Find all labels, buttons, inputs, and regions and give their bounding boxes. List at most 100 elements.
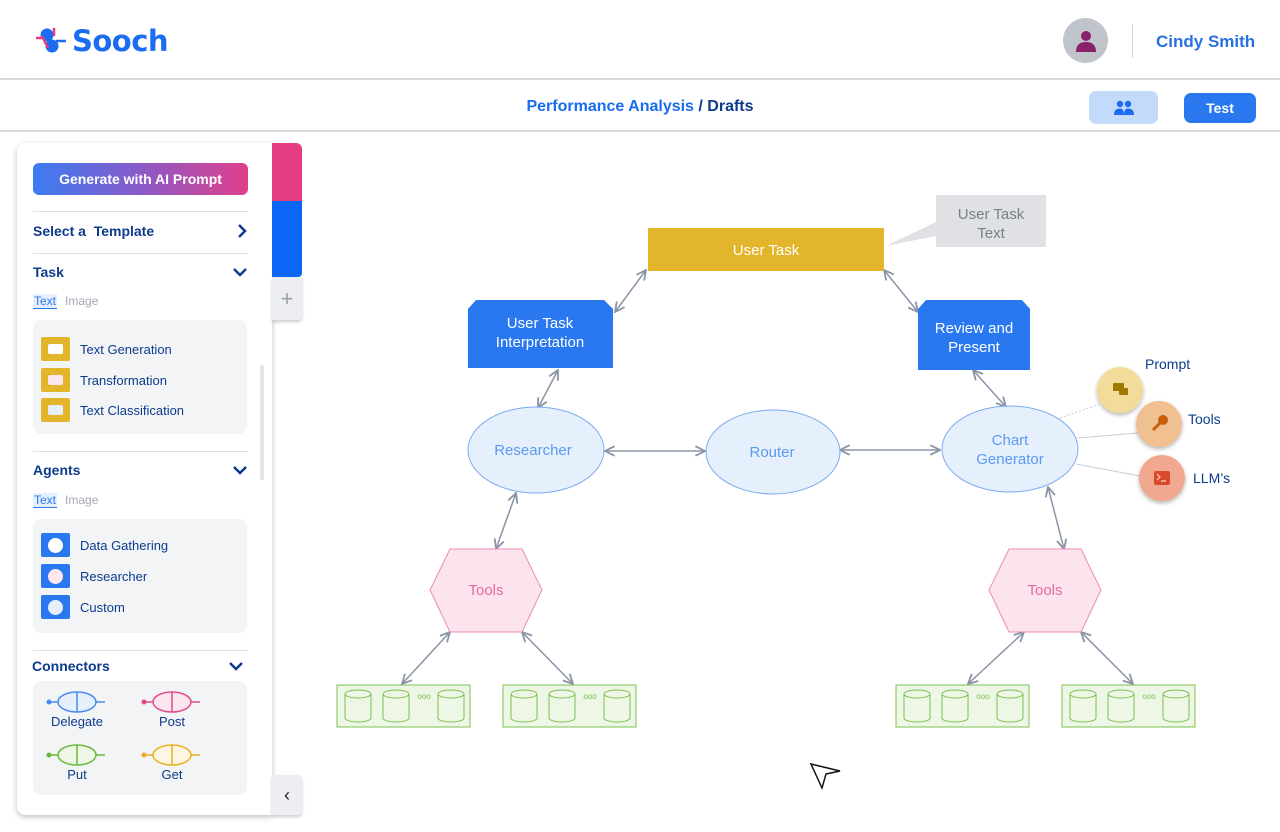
chart-generator-node[interactable]: Chart Generator	[941, 405, 1079, 493]
users-icon	[1113, 100, 1134, 115]
team-button[interactable]	[1089, 91, 1158, 124]
chat-icon	[1113, 383, 1128, 395]
connector-arrow[interactable]	[538, 370, 558, 408]
agents-tab-text[interactable]: Text	[33, 493, 58, 508]
connector-arrow[interactable]	[884, 270, 918, 312]
database-group[interactable]: ooo	[336, 684, 471, 728]
attachment-prompt[interactable]: Prompt	[1097, 356, 1190, 413]
connector-arrow[interactable]	[1081, 632, 1133, 684]
agents-section-header[interactable]: Agents	[33, 462, 248, 478]
divider	[33, 451, 248, 452]
connector-icon	[141, 691, 200, 713]
logo[interactable]: Sooch	[34, 24, 169, 58]
breadcrumb-page: Drafts	[707, 98, 754, 115]
test-button[interactable]: Test	[1184, 93, 1256, 123]
db-ellipsis: ooo	[417, 692, 431, 701]
select-template-row[interactable]: Select a Template	[33, 223, 248, 239]
chevron-down-icon	[233, 268, 247, 277]
tools-right-label: Tools	[1027, 582, 1062, 599]
plus-icon: +	[280, 285, 294, 311]
review-line-1: Review and	[935, 320, 1013, 337]
task-title: Task	[33, 264, 64, 280]
interpretation-node[interactable]: User Task Interpretation	[468, 300, 613, 368]
add-tab-button[interactable]: +	[272, 277, 302, 320]
chart-generator-line-2: Generator	[976, 451, 1044, 468]
strip-tab-blue[interactable]	[272, 201, 302, 277]
task-tab-text[interactable]: Text	[33, 294, 58, 309]
connector-arrow[interactable]	[402, 632, 450, 684]
task-item-text-classification[interactable]: Text Classification	[41, 398, 184, 422]
agent-swatch-1	[48, 568, 63, 584]
task-swatch-2	[48, 405, 63, 415]
item-label: Data Gathering	[80, 537, 169, 553]
attachment-llms[interactable]: LLM’s	[1139, 455, 1230, 501]
database-group[interactable]: ooo	[1061, 684, 1196, 728]
chevron-right-icon	[238, 224, 247, 238]
connector-delegate[interactable]: Delegate	[45, 690, 109, 729]
callout-line-1: User Task	[958, 206, 1025, 223]
connector-arrow[interactable]	[1048, 487, 1064, 549]
connectors-section-header[interactable]: Connectors	[32, 658, 244, 674]
connector-arrow[interactable]	[522, 632, 573, 684]
connector-arrow[interactable]	[968, 632, 1024, 684]
task-item-text-generation[interactable]: Text Generation	[41, 337, 172, 361]
item-label: Text Generation	[80, 341, 172, 357]
agent-swatch-0	[48, 537, 63, 553]
connectors-title: Connectors	[32, 658, 110, 674]
router-node[interactable]: Router	[705, 409, 841, 495]
collapse-sidebar-button[interactable]: ‹	[272, 775, 302, 815]
database-icon	[941, 689, 969, 723]
database-group[interactable]: ooo	[895, 684, 1030, 728]
user-task-callout[interactable]: User Task Text	[886, 195, 1046, 247]
connector-arrow[interactable]	[496, 493, 516, 549]
connector-arrow[interactable]	[973, 370, 1006, 407]
user-task-node[interactable]: User Task	[648, 228, 884, 271]
researcher-node[interactable]: Researcher	[467, 406, 605, 494]
avatar[interactable]	[1063, 18, 1108, 63]
task-section-header[interactable]: Task	[33, 264, 248, 280]
divider	[33, 650, 248, 651]
tools-right-node[interactable]: Tools	[988, 548, 1102, 633]
connector-arrow[interactable]	[615, 270, 646, 312]
divider	[1132, 24, 1133, 58]
top-bar: Sooch Cindy Smith	[0, 0, 1280, 80]
connector-icon	[46, 744, 105, 766]
database-icon	[344, 689, 372, 723]
strip-tab-pink[interactable]	[272, 143, 302, 201]
divider	[33, 253, 248, 254]
connector-post[interactable]: Post	[140, 690, 204, 729]
database-icon	[1107, 689, 1135, 723]
database-icon	[996, 689, 1024, 723]
tools-attach-label: Tools	[1188, 411, 1221, 427]
terminal-icon	[1154, 471, 1170, 485]
sidebar-scrollbar[interactable]	[260, 365, 264, 480]
attachment-tools[interactable]: Tools	[1136, 401, 1221, 447]
user-task-label: User Task	[733, 242, 800, 259]
prompt-link	[1059, 403, 1101, 419]
llm-link	[1075, 463, 1141, 477]
task-swatch-1	[48, 375, 63, 385]
breadcrumb-project[interactable]: Performance Analysis	[526, 98, 694, 115]
tools-left-node[interactable]: Tools	[429, 548, 543, 633]
database-group[interactable]: ooo	[502, 684, 637, 728]
agent-item-data-gathering[interactable]: Data Gathering	[41, 533, 168, 557]
task-tab-image[interactable]: Image	[65, 294, 99, 308]
chevron-down-icon	[233, 466, 247, 475]
generate-ai-prompt-button[interactable]: Generate with AI Prompt	[33, 163, 248, 195]
interpretation-line-1: User Task	[507, 315, 574, 332]
agents-tab-image[interactable]: Image	[65, 493, 99, 507]
agent-item-researcher[interactable]: Researcher	[41, 564, 147, 588]
database-icon	[603, 689, 631, 723]
user-icon	[1075, 30, 1096, 52]
connector-put[interactable]: Put	[45, 743, 109, 782]
connector-get[interactable]: Get	[140, 743, 204, 782]
user-name[interactable]: Cindy Smith	[1156, 32, 1256, 51]
item-label: Text Classification	[80, 402, 185, 418]
database-icon	[1069, 689, 1097, 723]
agent-item-custom[interactable]: Custom	[41, 595, 125, 619]
db-ellipsis: ooo	[1142, 692, 1156, 701]
chart-generator-line-1: Chart	[992, 432, 1030, 449]
review-node[interactable]: Review and Present	[918, 300, 1030, 370]
task-item-transformation[interactable]: Transformation	[41, 368, 167, 392]
llms-label: LLM’s	[1193, 470, 1230, 486]
